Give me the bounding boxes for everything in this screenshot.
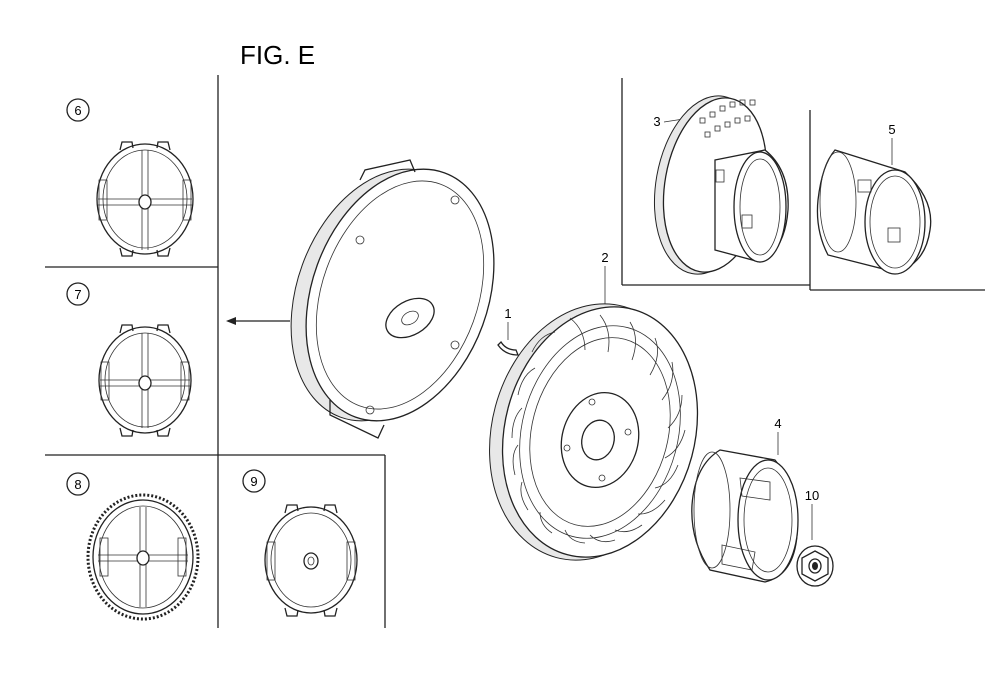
svg-text:8: 8: [74, 477, 81, 492]
svg-text:7: 7: [74, 287, 81, 302]
starter-pulley-variant-8: [86, 493, 200, 621]
svg-text:6: 6: [74, 103, 81, 118]
svg-text:10: 10: [805, 488, 819, 503]
callout-10: 10: [805, 488, 819, 540]
woodruff-key: [497, 340, 519, 356]
left-panel-dividers: [45, 75, 386, 628]
svg-text:9: 9: [250, 474, 257, 489]
callout-2: 2: [601, 250, 609, 305]
callout-5: 5: [888, 122, 896, 165]
flywheel: [489, 303, 699, 561]
starter-pulley-main: [290, 159, 495, 439]
callout-9: 9: [242, 469, 266, 493]
starter-pulley-variant-6: [96, 141, 194, 257]
callout-1: 1: [504, 306, 512, 340]
callout-7: 7: [66, 282, 90, 306]
svg-text:4: 4: [774, 416, 781, 431]
svg-text:3: 3: [653, 114, 660, 129]
fan-cover-cup: [653, 95, 789, 275]
direction-arrow: [226, 317, 290, 325]
starter-pulley-variant-7: [98, 324, 192, 437]
svg-text:1: 1: [504, 306, 511, 321]
starter-pulley-variant-9: [264, 504, 358, 617]
svg-text:5: 5: [888, 122, 895, 137]
figure-title: FIG. E: [240, 40, 315, 70]
callout-6: 6: [66, 98, 90, 122]
callout-4: 4: [774, 416, 782, 455]
flange-nut: [796, 545, 834, 587]
callout-8: 8: [66, 472, 90, 496]
starter-cup: [691, 449, 799, 583]
starter-sleeve: [816, 149, 932, 275]
svg-text:2: 2: [601, 250, 608, 265]
right-panel-dividers: [621, 78, 985, 291]
